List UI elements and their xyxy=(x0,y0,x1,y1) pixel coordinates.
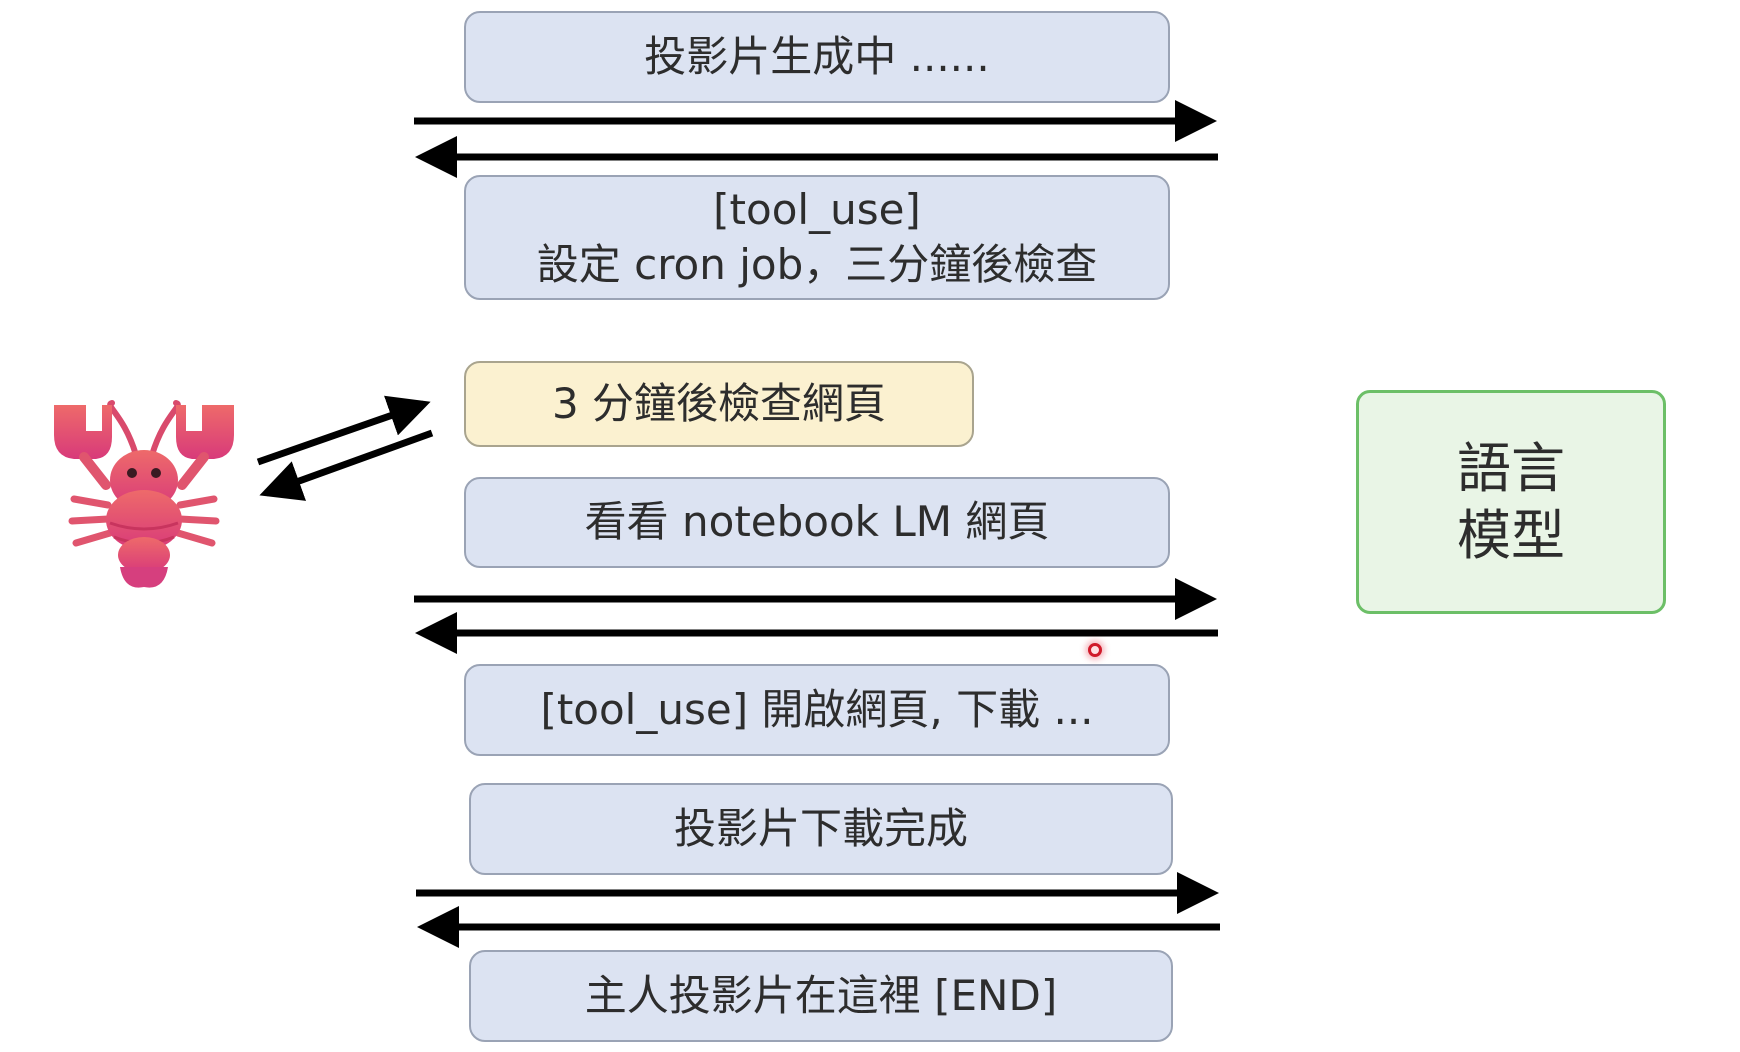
message-text-5: [tool_use] 開啟網頁, 下載 ... xyxy=(540,684,1094,734)
message-box-6: 投影片下載完成 xyxy=(469,783,1173,875)
message-box-7: 主人投影片在這裡 [END] xyxy=(469,950,1173,1042)
message-box-2: [tool_use] 設定 cron job，三分鐘後檢查 xyxy=(464,175,1170,300)
arrow-reminder-to-agent xyxy=(259,429,434,501)
lobster-icon xyxy=(54,400,234,588)
model-label-line-1: 語言 xyxy=(1457,436,1565,500)
language-model-box: 語言 模型 xyxy=(1356,390,1666,614)
message-text-2a: [tool_use] xyxy=(713,184,921,234)
pointer-cursor xyxy=(1088,643,1102,657)
message-text-3: 3 分鐘後檢查網頁 xyxy=(551,378,887,428)
message-text-1: 投影片生成中 ...... xyxy=(644,31,990,81)
message-box-5: [tool_use] 開啟網頁, 下載 ... xyxy=(464,664,1170,756)
message-box-4: 看看 notebook LM 網頁 xyxy=(464,477,1170,568)
message-text-7: 主人投影片在這裡 [END] xyxy=(584,970,1058,1020)
message-text-4: 看看 notebook LM 網頁 xyxy=(584,497,1050,547)
message-text-2b: 設定 cron job，三分鐘後檢查 xyxy=(536,239,1098,289)
model-label-line-2: 模型 xyxy=(1457,504,1565,567)
message-text-6: 投影片下載完成 xyxy=(673,803,968,853)
message-box-1: 投影片生成中 ...... xyxy=(464,11,1170,103)
arrow-agent-to-reminder xyxy=(256,395,431,466)
message-box-3: 3 分鐘後檢查網頁 xyxy=(464,361,974,447)
